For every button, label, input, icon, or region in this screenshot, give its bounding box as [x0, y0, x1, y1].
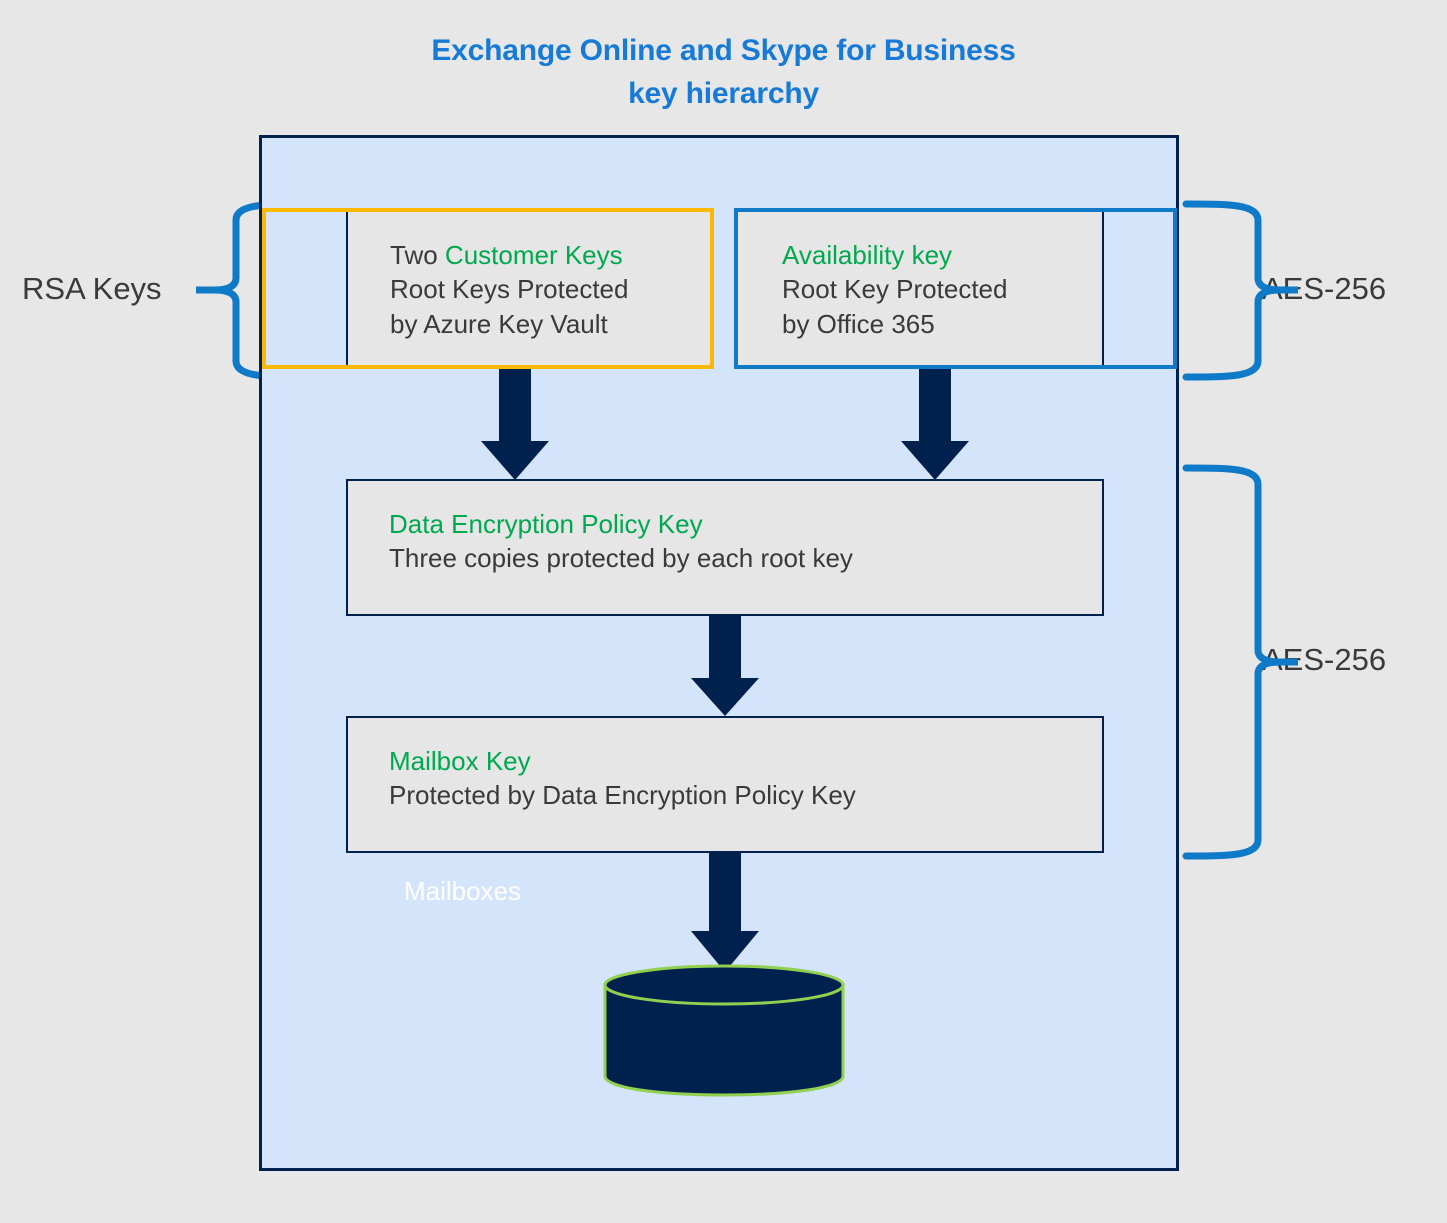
customer-keys-text: Two Customer Keys Root Keys Protected by…	[390, 238, 628, 341]
key-hierarchy-container: Two Customer Keys Root Keys Protected by…	[259, 135, 1179, 1171]
dep-key-heading: Data Encryption Policy Key	[389, 509, 703, 539]
availability-key-box: Availability key Root Key Protected by O…	[736, 210, 1104, 367]
customer-keys-heading-prefix: Two	[390, 240, 445, 270]
curly-brace-right-icon	[1182, 200, 1298, 381]
customer-keys-heading: Two Customer Keys	[390, 238, 628, 272]
mailbox-key-line2: Protected by Data Encryption Policy Key	[389, 780, 856, 811]
rsa-keys-label: RSA Keys	[22, 271, 162, 306]
curly-brace-right-icon	[1182, 464, 1298, 860]
customer-keys-line2: Root Keys Protected	[390, 274, 629, 305]
availability-key-text: Availability key Root Key Protected by O…	[782, 238, 1007, 341]
availability-key-highlight-outline	[734, 208, 1177, 369]
title-line-2: key hierarchy	[628, 76, 819, 110]
database-cylinder-icon	[603, 964, 845, 1097]
availability-key-line3: by Office 365	[782, 308, 935, 339]
availability-key-line2: Root Key Protected	[782, 274, 1008, 305]
dep-key-line2: Three copies protected by each root key	[389, 543, 853, 574]
arrow-down-icon	[691, 853, 759, 972]
customer-keys-line3: by Azure Key Vault	[390, 308, 608, 339]
arrow-down-icon	[901, 369, 969, 480]
customer-keys-heading-highlight: Customer Keys	[444, 240, 623, 270]
page-title: Exchange Online and Skype for Business k…	[0, 30, 1447, 115]
arrow-down-icon	[691, 616, 759, 716]
title-line-1: Exchange Online and Skype for Business	[431, 34, 1016, 67]
mailbox-key-heading: Mailbox Key	[389, 746, 531, 776]
mailbox-key-text: Mailbox Key Protected by Data Encryption…	[389, 744, 856, 813]
curly-brace-left-icon	[196, 200, 312, 381]
data-encryption-policy-key-box: Data Encryption Policy Key Three copies …	[346, 479, 1104, 616]
mailbox-key-box: Mailbox Key Protected by Data Encryption…	[346, 716, 1104, 853]
customer-keys-highlight-outline	[262, 208, 714, 369]
availability-key-heading: Availability key	[782, 240, 953, 270]
arrow-down-icon	[481, 369, 549, 480]
dep-key-text: Data Encryption Policy Key Three copies …	[389, 507, 853, 576]
